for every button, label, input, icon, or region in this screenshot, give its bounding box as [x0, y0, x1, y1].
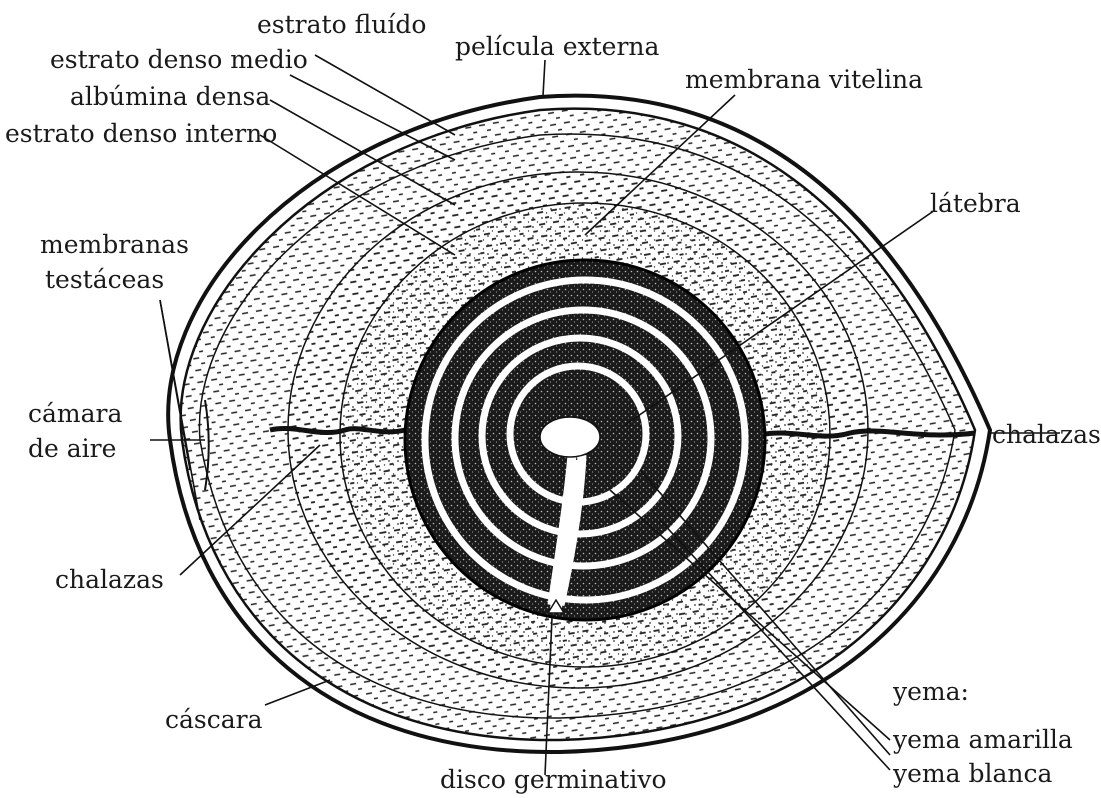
label-chalazas-left: chalazas	[55, 565, 164, 594]
label-latebra: látebra	[930, 189, 1021, 218]
label-yema: yema:	[892, 677, 969, 706]
label-yema-blanca: yema blanca	[892, 759, 1052, 788]
label-camara: cámara	[28, 399, 122, 428]
label-yema-amarilla: yema amarilla	[892, 725, 1073, 754]
label-pelicula-externa: película externa	[455, 32, 660, 61]
label-cascara: cáscara	[165, 705, 263, 734]
label-estrato-denso-interno: estrato denso interno	[5, 119, 277, 148]
label-chalazas-right: chalazas	[992, 420, 1101, 449]
label-estrato-fluido: estrato fluído	[257, 10, 426, 39]
label-disco-germinativo: disco germinativo	[440, 765, 667, 794]
label-membranas: membranas	[40, 230, 189, 259]
label-de-aire: de aire	[28, 434, 116, 463]
latebra-center	[540, 417, 600, 457]
label-albumina-densa: albúmina densa	[70, 82, 270, 111]
label-membrana-vitelina: membrana vitelina	[685, 65, 923, 94]
label-testaceas: testáceas	[45, 265, 164, 294]
label-estrato-denso-medio: estrato denso medio	[50, 45, 308, 74]
